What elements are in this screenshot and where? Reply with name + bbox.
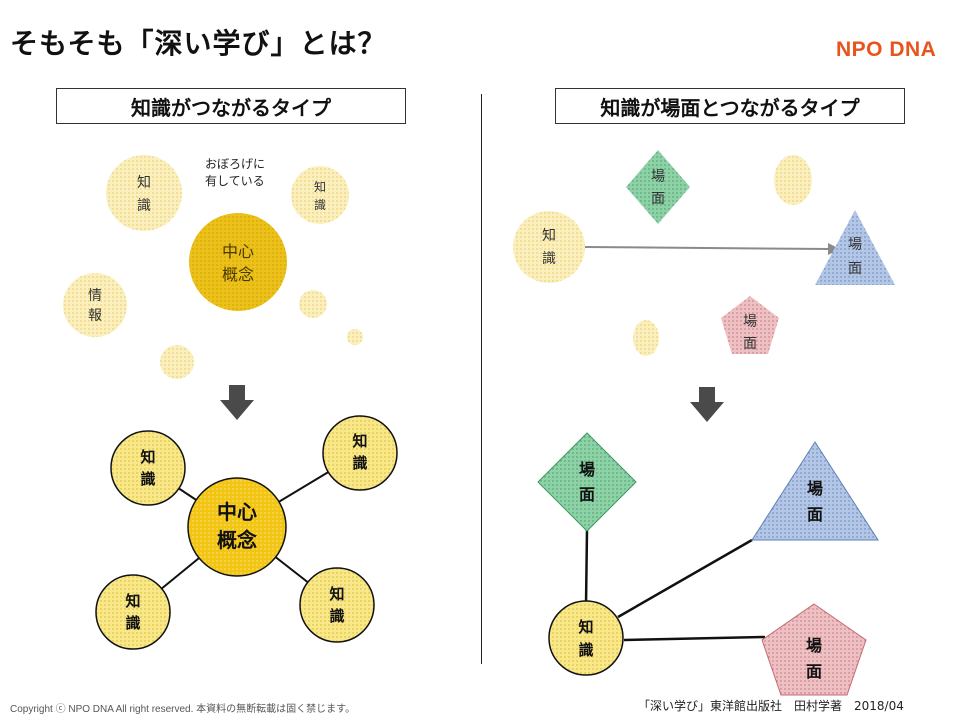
knowledge-label-line2: 識 — [137, 198, 151, 214]
panel-divider — [481, 94, 482, 664]
central-concept-line2: 概念 — [222, 265, 254, 284]
knowledge-label-line2: 識 — [314, 198, 326, 212]
knowledge-node — [299, 567, 375, 643]
knowledge-label-line2: 識 — [578, 641, 593, 659]
scene-triangle — [751, 441, 879, 541]
knowledge-label-line1: 知 — [329, 585, 344, 603]
knowledge-label-line1: 知 — [314, 180, 326, 194]
knowledge-label-line2: 識 — [140, 470, 155, 488]
knowledge-node — [548, 600, 624, 676]
knowledge-node — [95, 574, 171, 650]
central-concept-bubble — [189, 213, 287, 311]
scene-pentagon — [761, 603, 867, 696]
knowledge-node — [322, 415, 398, 491]
central-concept-line2: 概念 — [217, 528, 257, 552]
knowledge-label-line1: 知 — [352, 432, 367, 450]
scene-label-line2: 面 — [848, 261, 862, 277]
connector-line — [617, 538, 753, 619]
knowledge-label-line1: 知 — [137, 174, 151, 191]
scene-label-line1: 場 — [807, 479, 823, 498]
knowledge-label-line1: 知 — [542, 227, 556, 244]
scene-label-line1: 場 — [651, 169, 665, 185]
knowledge-label-line1: 知 — [578, 618, 593, 636]
left-bottom-group: 知 識 知 識 知 識 知 識 中心 概念 — [95, 415, 398, 650]
scene-diamond — [626, 150, 690, 224]
scene-label-line2: 面 — [579, 485, 595, 504]
knowledge-label-line2: 識 — [125, 614, 140, 632]
right-bottom-group: 場 面 場 面 場 面 知 識 — [537, 432, 879, 696]
small-bubble — [347, 329, 363, 345]
connector-arrow-line — [584, 246, 831, 250]
knowledge-label-line1: 知 — [125, 592, 140, 610]
central-concept-line1: 中心 — [222, 242, 254, 261]
knowledge-bubble — [513, 211, 585, 283]
knowledge-node — [110, 430, 186, 506]
scene-diamond — [537, 432, 637, 532]
knowledge-bubble — [106, 155, 182, 231]
small-bubble — [633, 320, 659, 356]
scene-label-line1: 場 — [848, 237, 862, 253]
knowledge-bubble — [291, 166, 349, 224]
small-bubble — [160, 345, 194, 379]
vague-note-line2: 有している — [205, 174, 265, 188]
information-bubble — [63, 273, 127, 337]
knowledge-label-line2: 識 — [352, 454, 367, 472]
copyright-notice: Copyright ⓒ NPO DNA All right reserved. … — [10, 704, 356, 715]
down-arrow-icon — [690, 387, 724, 422]
slide-title: そもそも「深い学び」とは？ — [10, 27, 387, 60]
arrowhead-icon — [828, 243, 840, 255]
knowledge-label-line2: 識 — [329, 607, 344, 625]
down-arrow-icon — [220, 385, 254, 420]
scene-label-line2: 面 — [743, 336, 757, 352]
scene-label-line1: 場 — [579, 460, 595, 479]
knowledge-label-line1: 知 — [140, 448, 155, 466]
scene-label-line1: 場 — [806, 636, 822, 655]
source-citation: 「深い学び」東洋館出版社 田村学著 2018/04 — [638, 699, 904, 713]
central-concept-line1: 中心 — [217, 500, 257, 524]
small-bubble — [299, 290, 327, 318]
brand-logo: NPO DNA — [836, 38, 937, 61]
information-label-line2: 報 — [88, 308, 102, 324]
scene-label-line2: 面 — [806, 662, 822, 681]
scene-pentagon — [721, 296, 779, 354]
left-top-group: 知 識 おぼろげに 有している 知 識 中心 概念 情 報 — [63, 155, 363, 379]
scene-label-line2: 面 — [807, 505, 823, 524]
connector-line — [584, 529, 589, 606]
right-panel-label: 知識が場面とつながるタイプ — [555, 88, 905, 124]
small-bubble — [774, 155, 812, 205]
scene-label-line2: 面 — [651, 191, 665, 207]
scene-label-line1: 場 — [743, 314, 757, 330]
connector-line — [623, 635, 766, 642]
vague-note-line1: おぼろげに — [205, 157, 265, 171]
central-concept-node — [187, 477, 287, 577]
knowledge-label-line2: 識 — [542, 251, 556, 267]
right-top-group: 場 面 知 識 場 面 場 面 — [513, 150, 895, 356]
information-label-line1: 情 — [88, 288, 102, 304]
scene-triangle — [815, 210, 895, 285]
left-panel-label: 知識がつながるタイプ — [56, 88, 406, 124]
